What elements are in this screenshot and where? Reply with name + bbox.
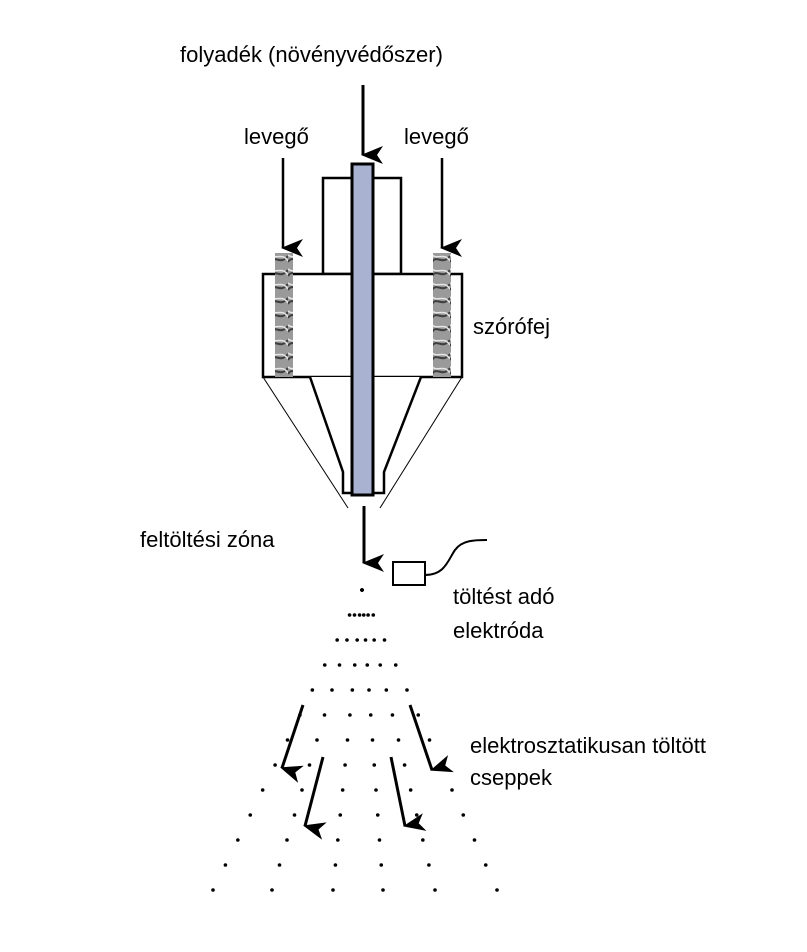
air-stream-line-right: [379, 376, 463, 509]
droplet-dot: [345, 738, 350, 742]
droplet-dot: [337, 663, 342, 667]
droplet-dot: [270, 888, 274, 892]
droplet-dot: [260, 788, 265, 792]
label-droplets-1: elektrosztatikusan töltött: [470, 733, 707, 758]
droplet-dot: [450, 788, 454, 792]
label-air-left: levegő: [244, 124, 309, 149]
droplet-dot: [416, 713, 421, 717]
droplet-dot: [379, 863, 384, 867]
label-liquid: folyadék (növényvédőszer): [180, 42, 443, 67]
air-stream-line-left: [262, 376, 349, 509]
droplet-arrow: [389, 756, 427, 831]
droplet-dot: [357, 613, 362, 617]
label-droplets-2: cseppek: [470, 765, 552, 790]
electrode-box: [392, 561, 426, 586]
air-filter-right: [433, 253, 451, 377]
droplet-dot: [365, 663, 370, 667]
droplet-dot: [292, 813, 297, 817]
droplet-dot: [343, 763, 347, 767]
droplet-dot: [384, 688, 389, 692]
droplet-dot: [352, 613, 357, 617]
droplet-dot: [335, 638, 339, 642]
droplet-dot: [427, 738, 432, 742]
droplet-dot: [315, 738, 319, 742]
droplet-dot: [333, 863, 338, 867]
droplet-dot: [248, 813, 253, 817]
droplet-dot: [366, 613, 370, 617]
droplet-dot: [461, 813, 466, 817]
droplet-dot: [402, 763, 407, 767]
droplet-dot: [368, 713, 373, 717]
droplet-dot: [285, 738, 290, 742]
droplet-arrow: [280, 704, 305, 783]
droplet-dot: [374, 788, 378, 792]
droplet-dot: [273, 763, 277, 767]
droplet-dot: [396, 738, 401, 742]
droplet-dot: [285, 838, 289, 842]
droplet-dot: [277, 863, 282, 867]
droplet-dot: [350, 688, 355, 692]
droplet-dot: [370, 738, 375, 742]
droplet-dot: [427, 863, 431, 867]
droplet-dot: [363, 638, 368, 642]
droplet-dot: [393, 663, 398, 667]
droplet-dot: [372, 638, 376, 642]
droplet-dot: [367, 688, 371, 692]
droplet-dot: [355, 638, 359, 642]
droplet-dot: [414, 813, 419, 817]
droplet-dot: [361, 613, 366, 617]
droplet-dot: [307, 763, 312, 767]
droplet-dot: [381, 888, 385, 892]
droplet-dot: [483, 863, 488, 867]
droplet-dot: [223, 863, 228, 867]
droplet-dot: [348, 713, 352, 717]
droplet-dot: [372, 763, 377, 767]
label-charging-zone: feltöltési zóna: [140, 527, 275, 552]
droplet-dot: [300, 788, 304, 792]
label-electrode-1: töltést adó: [453, 584, 555, 609]
droplet-dot: [378, 663, 383, 667]
label-nozzle: szórófej: [473, 314, 551, 339]
label-air-right: levegő: [404, 124, 469, 149]
droplet-dot: [421, 838, 425, 842]
droplet-dot: [336, 838, 340, 842]
droplet-dot: [331, 888, 335, 892]
droplet-dot: [322, 713, 327, 717]
droplet-dot: [236, 838, 240, 842]
droplet-dot: [433, 888, 437, 892]
droplet-arrow: [303, 756, 327, 840]
droplet-dot: [375, 813, 380, 817]
droplet-dot: [345, 638, 349, 642]
droplet-dot: [347, 613, 352, 617]
label-electrode-2: elektróda: [453, 618, 544, 643]
droplet-dot: [408, 788, 413, 792]
droplet-dot: [438, 763, 443, 767]
air-filter-left: [275, 253, 293, 377]
droplet-dot: [472, 838, 477, 842]
droplet-dot: [330, 688, 334, 692]
liquid-pipe: [350, 162, 375, 497]
droplet-dot: [310, 688, 315, 692]
electrode-wire: [424, 539, 488, 576]
droplet-dot: [211, 888, 215, 892]
droplet-dot: [495, 888, 499, 892]
droplet-dot: [360, 588, 364, 592]
droplet-arrow: [408, 704, 454, 773]
droplet-dot: [390, 713, 395, 717]
droplet-dot: [340, 788, 345, 792]
droplet-dot: [322, 663, 327, 667]
droplet-dot: [377, 838, 382, 842]
droplet-dot: [405, 688, 409, 692]
droplet-dot: [371, 613, 376, 617]
droplet-dot: [338, 813, 343, 817]
droplet-dot: [352, 663, 357, 667]
droplet-dot: [382, 638, 387, 642]
